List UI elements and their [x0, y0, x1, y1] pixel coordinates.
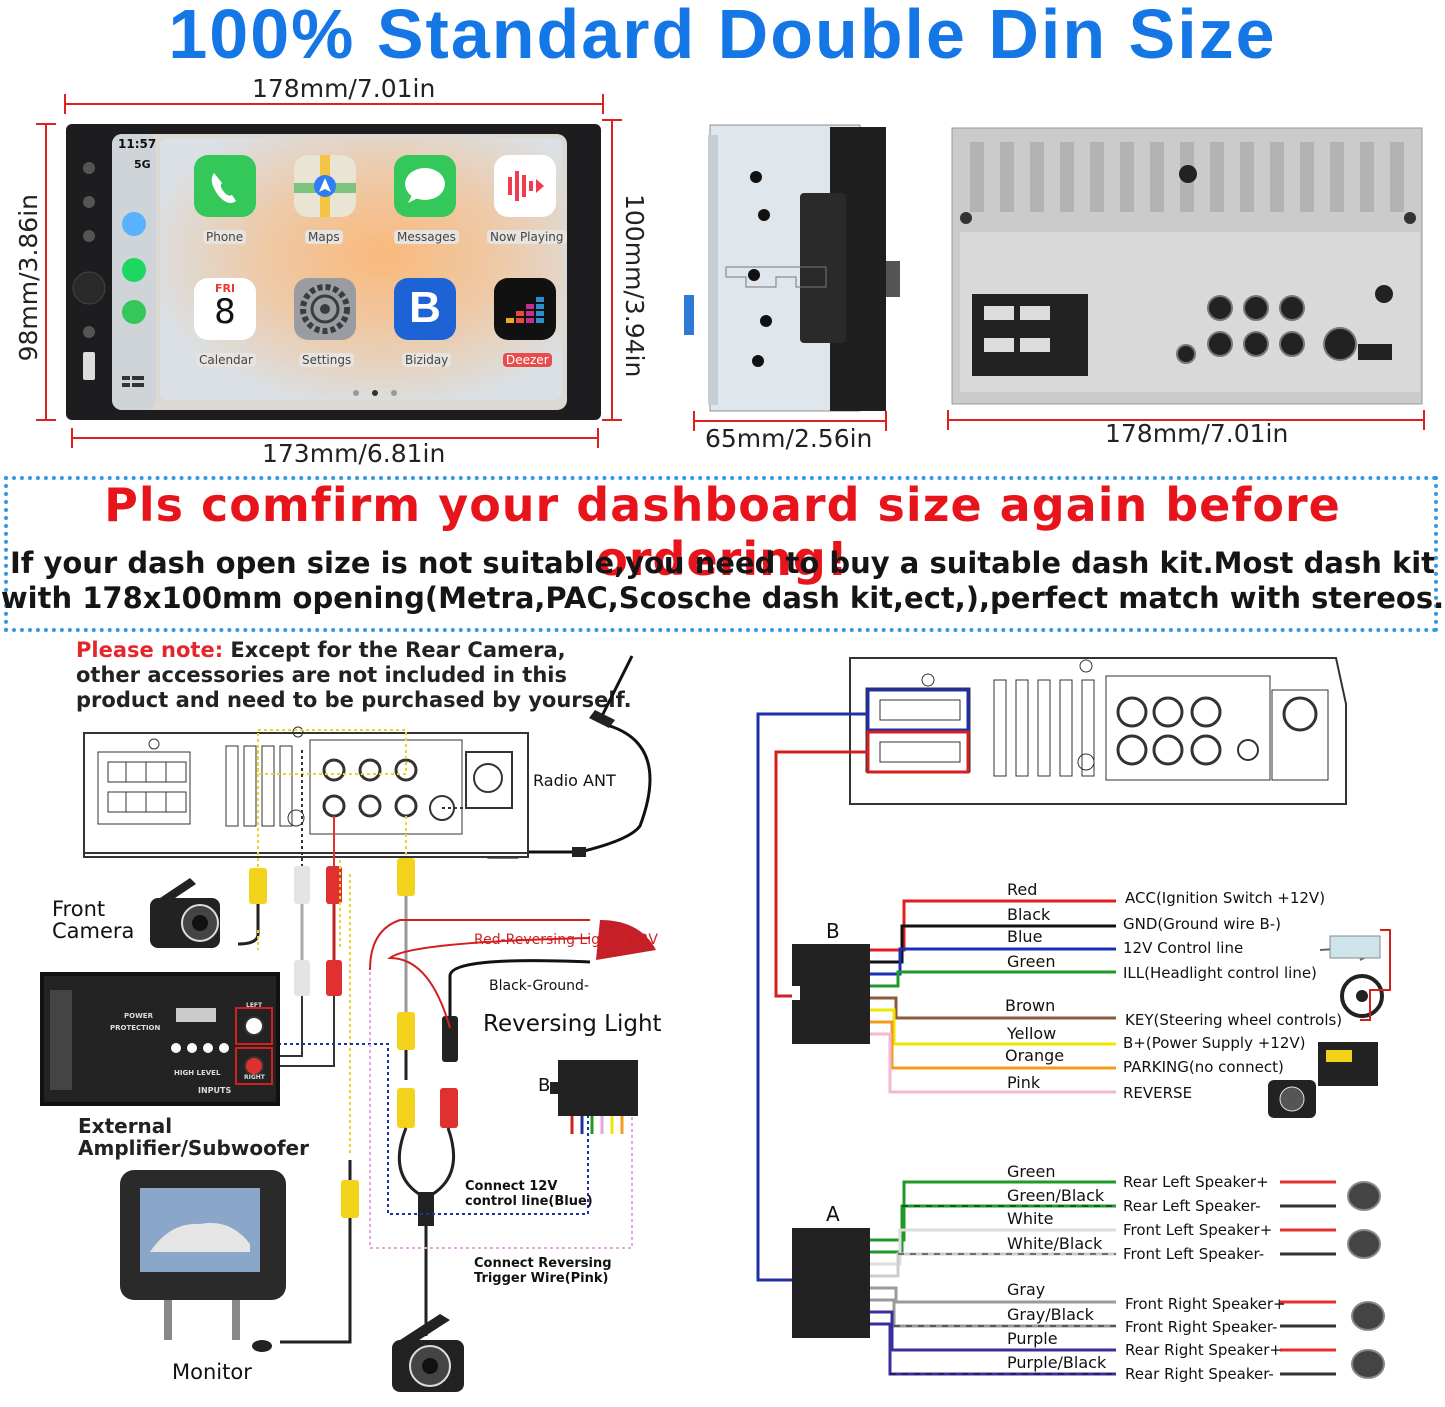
b-wire-function: REVERSE [1123, 1084, 1193, 1102]
a-wire-function: Rear Right Speaker- [1125, 1365, 1274, 1383]
monitor-label: Monitor [172, 1360, 252, 1384]
b-wire-function: KEY(Steering wheel controls) [1125, 1011, 1343, 1029]
harness-a-wire [870, 1310, 1116, 1352]
settings-app-icon[interactable] [294, 278, 356, 340]
harness-b-wire [870, 924, 1116, 964]
harness-b-wire [870, 1008, 1116, 1046]
b-wire-color: Blue [1007, 927, 1043, 946]
b-wire-color: Green [1007, 952, 1056, 971]
messages-app-label: Messages [394, 230, 459, 244]
b-wire-function: ILL(Headlight control line) [1123, 964, 1317, 982]
harness-b-wire [870, 996, 1116, 1020]
b-wire-color: Brown [1005, 996, 1056, 1015]
now-playing-app-icon[interactable] [494, 155, 556, 217]
messages-app-icon[interactable] [394, 155, 456, 217]
b-wire-function: PARKING(no connect) [1123, 1058, 1284, 1076]
notice-line-2: with 178x100mm opening(Metra,PAC,Scosche… [0, 581, 1445, 615]
amp-power-text: POWER [124, 1012, 153, 1020]
harness-a-wire [870, 1286, 1116, 1304]
harness-a-wire [870, 1252, 1116, 1278]
red-reversing-label: Red-Reversing Light +12V [474, 932, 658, 948]
notice-line-1: If your dash open size is not suitable,y… [9, 546, 1436, 580]
side-view-diagram [684, 124, 900, 431]
harness-b-wire [870, 970, 1116, 988]
amp-right-text: RIGHT [244, 1074, 265, 1081]
back-width-label: 178mm/7.01in [1105, 419, 1289, 448]
b-wire-function: ACC(Ignition Switch +12V) [1125, 889, 1326, 907]
phone-app-icon[interactable] [194, 155, 256, 217]
page-title: 100% Standard Double Din Size [168, 0, 1277, 73]
amp-left-text: LEFT [246, 1002, 263, 1009]
b-wire-function: B+(Power Supply +12V) [1123, 1034, 1306, 1052]
a-wire-color: Purple [1007, 1329, 1058, 1348]
amp-protection-text: PROTECTION [110, 1024, 161, 1032]
phone-app-label: Phone [203, 230, 247, 244]
deezer-app-label: Deezer [503, 353, 552, 367]
warning-headline: Pls comfirm your dashboard size again be… [104, 478, 1341, 586]
b-wire-color: Red [1007, 880, 1038, 899]
b-wire-color: Pink [1007, 1073, 1041, 1092]
note-body: Except for the Rear Camera, other access… [76, 638, 632, 712]
a-wire-color: Green/Black [1007, 1186, 1105, 1205]
connect-reversing-label: Connect Reversing Trigger Wire(Pink) [474, 1256, 612, 1286]
maps-app-icon[interactable] [294, 155, 356, 217]
a-wire-color: Gray/Black [1007, 1305, 1094, 1324]
radio-ant-label: Radio ANT [533, 771, 616, 790]
a-wire-function: Front Left Speaker+ [1123, 1221, 1273, 1239]
biziday-app-icon[interactable]: B [394, 278, 456, 340]
harness-wiring-diagram [756, 657, 1391, 1379]
a-wire-color: Gray [1007, 1280, 1046, 1299]
harness-b-wire [870, 1032, 1116, 1094]
notice-box [4, 476, 1438, 632]
front-height-left-label: 98mm/3.86in [14, 194, 43, 362]
settings-app-label: Settings [299, 353, 355, 367]
b-wire-color: Orange [1005, 1046, 1065, 1065]
now-playing-app-label: Now Playing [487, 230, 567, 244]
b-wire-color: Yellow [1007, 1024, 1057, 1043]
front-view-diagram [36, 94, 622, 448]
amplifier-label: External Amplifier/Subwoofer [78, 1114, 309, 1160]
screen-signal: 5G [134, 158, 151, 171]
back-view-diagram [947, 127, 1425, 430]
b-wire-color: Black [1007, 905, 1051, 924]
reversing-light-label: Reversing Light [483, 1011, 662, 1037]
accessory-note: Please note: Except for the Rear Camera,… [76, 638, 636, 713]
front-width-label: 178mm/7.01in [252, 74, 436, 103]
a-wire-function: Front Right Speaker- [1125, 1318, 1278, 1336]
connect-12v-label: Connect 12V control line(Blue) [465, 1179, 593, 1209]
biziday-app-label: Biziday [402, 353, 452, 367]
calendar-app-icon[interactable]: FRI 8 [194, 278, 256, 340]
note-lead: Please note: [76, 638, 224, 662]
front-height-right-label: 100mm/3.94in [620, 194, 649, 378]
harness-b-wire [870, 947, 1116, 976]
amp-high-level-text: HIGH LEVEL [174, 1069, 221, 1077]
b-wire-function: GND(Ground wire B-) [1123, 915, 1282, 933]
calendar-app-label: Calendar [196, 353, 256, 367]
harness-a-label: A [826, 1202, 840, 1226]
a-wire-function: Front Right Speaker+ [1125, 1295, 1286, 1313]
black-ground-label: Black-Ground- [489, 978, 589, 994]
a-wire-color: White [1007, 1209, 1054, 1228]
maps-app-label: Maps [305, 230, 343, 244]
front-camera-label: Front Camera [52, 897, 135, 943]
a-wire-function: Front Left Speaker- [1123, 1245, 1265, 1263]
accessory-wiring-diagram [40, 655, 656, 1392]
harness-a-wire [870, 1180, 1116, 1242]
harness-b-label: B [826, 919, 840, 943]
harness-a-wire [870, 1228, 1116, 1266]
a-wire-color: Purple/Black [1007, 1353, 1107, 1372]
a-wire-color: White/Black [1007, 1234, 1103, 1253]
a-wire-color: Green [1007, 1162, 1056, 1181]
harness-b-wire [870, 1020, 1116, 1070]
side-depth-label: 65mm/2.56in [705, 424, 873, 453]
amp-inputs-text: INPUTS [198, 1086, 232, 1095]
a-wire-function: Rear Right Speaker+ [1125, 1341, 1282, 1359]
b-box-label: B [538, 1075, 551, 1096]
screen-time: 11:57 [118, 137, 157, 151]
b-wire-function: 12V Control line [1123, 939, 1244, 957]
a-wire-function: Rear Left Speaker- [1123, 1197, 1261, 1215]
deezer-app-icon[interactable] [494, 278, 556, 340]
a-wire-function: Rear Left Speaker+ [1123, 1173, 1269, 1191]
front-bottom-width-label: 173mm/6.81in [262, 439, 446, 468]
